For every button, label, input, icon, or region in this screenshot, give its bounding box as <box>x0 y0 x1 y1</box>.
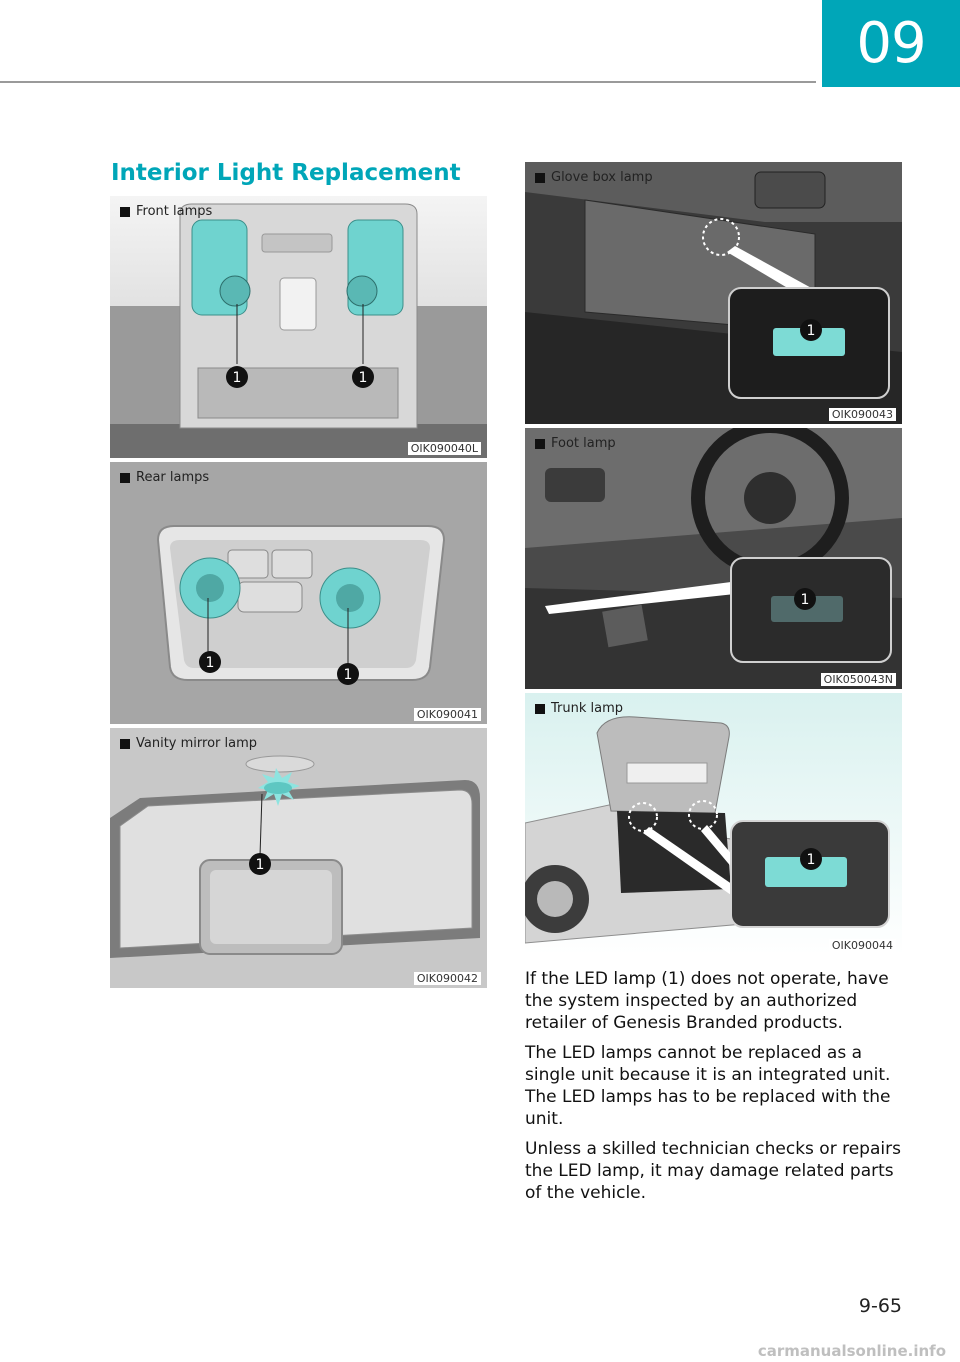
body-paragraph: The LED lamps cannot be replaced as a si… <box>525 1043 891 1129</box>
callout-number: 1 <box>807 852 816 868</box>
body-paragraph: Unless a skilled technician checks or re… <box>525 1139 901 1203</box>
figure-caption: Vanity mirror lamp <box>120 736 257 751</box>
callout-marker <box>249 853 271 875</box>
figure-caption: Foot lamp <box>535 436 616 451</box>
trunk-lamp-location <box>628 802 658 832</box>
section-title: Interior Light Replacement <box>111 160 461 186</box>
figure-caption-text: Glove box lamp <box>551 170 653 185</box>
trunk-lamp-illustration: 1 <box>525 693 902 955</box>
front-lamp-right <box>346 275 378 307</box>
figure-caption-text: Trunk lamp <box>551 701 624 716</box>
callout-number: 1 <box>256 857 265 873</box>
rear-lamp-left <box>196 574 224 602</box>
header-rule <box>0 81 816 83</box>
square-bullet-icon <box>120 472 130 483</box>
glove-box-lamp-location <box>702 218 740 256</box>
figure-caption: Front lamps <box>120 204 212 219</box>
foot-lamp-illustration: 1 <box>525 428 902 689</box>
figure-caption: Rear lamps <box>120 470 209 485</box>
figure-caption-text: Foot lamp <box>551 436 616 451</box>
body-paragraph: If the LED lamp (1) does not operate, ha… <box>525 969 889 1033</box>
callout-marker <box>794 588 816 610</box>
figure-foot-lamp: 1 Foot lamp OIK050043N <box>525 428 902 689</box>
callout-number: 1 <box>807 323 816 339</box>
glove-box-illustration: 1 <box>525 162 902 424</box>
figure-code: OIK090041 <box>413 708 481 721</box>
body-text: If the LED lamp (1) does not operate, ha… <box>525 968 915 1212</box>
figure-front-lamps: 1 1 Front lamps OIK090040L <box>110 196 487 458</box>
callout-marker <box>199 651 221 673</box>
callout-marker <box>800 319 822 341</box>
figure-caption-text: Front lamps <box>136 204 213 219</box>
figure-code: OIK090044 <box>828 939 896 952</box>
figure-vanity-mirror-lamp: 1 Vanity mirror lamp OIK090042 <box>110 728 487 988</box>
callout-marker <box>337 663 359 685</box>
callout-marker <box>800 848 822 870</box>
front-lamp-left <box>219 275 251 307</box>
page-number: 9-65 <box>858 1295 902 1317</box>
rear-lamp-right <box>336 584 364 612</box>
figure-caption-text: Vanity mirror lamp <box>136 736 257 751</box>
figure-code: OIK090042 <box>413 972 481 985</box>
callout-marker <box>226 366 248 388</box>
figure-trunk-lamp: 1 Trunk lamp OIK090044 <box>525 693 902 955</box>
square-bullet-icon <box>535 438 545 449</box>
figure-caption-text: Rear lamps <box>136 470 210 485</box>
figure-code: OIK090043 <box>828 408 896 421</box>
callout-number: 1 <box>233 370 242 386</box>
watermark: carmanualsonline.info <box>757 1342 946 1360</box>
callout-marker <box>352 366 374 388</box>
figure-caption: Glove box lamp <box>535 170 653 185</box>
callout-number: 1 <box>206 655 215 671</box>
square-bullet-icon <box>120 738 130 749</box>
figure-code: OIK050043N <box>820 673 896 686</box>
callout-number: 1 <box>359 370 368 386</box>
trunk-lamp-location <box>688 800 718 830</box>
rear-lamps-illustration: 1 1 <box>110 462 487 724</box>
square-bullet-icon <box>535 703 545 714</box>
figure-rear-lamps: 1 1 Rear lamps OIK090041 <box>110 462 487 724</box>
figure-code: OIK090040L <box>407 442 481 455</box>
callout-number: 1 <box>801 592 810 608</box>
square-bullet-icon <box>535 172 545 183</box>
chapter-tab: 09 <box>822 0 960 87</box>
square-bullet-icon <box>120 206 130 217</box>
glove-box-led <box>773 328 845 356</box>
callout-number: 1 <box>344 667 353 683</box>
figure-glove-box-lamp: 1 Glove box lamp OIK090043 <box>525 162 902 424</box>
trunk-lamp-led <box>765 857 847 887</box>
vanity-mirror-illustration: 1 <box>110 728 487 988</box>
front-lamps-illustration: 1 1 <box>110 196 487 458</box>
figure-caption: Trunk lamp <box>535 701 623 716</box>
